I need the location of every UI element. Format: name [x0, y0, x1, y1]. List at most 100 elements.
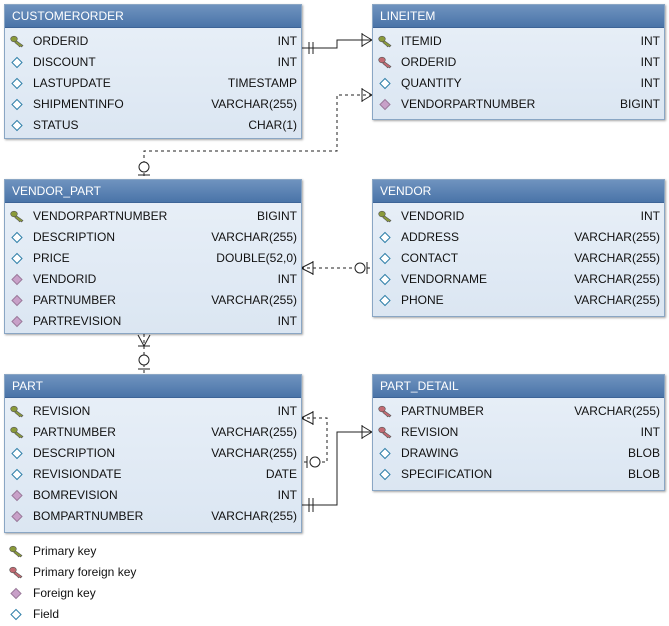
column-type: VARCHAR(255) [211, 230, 297, 244]
field-icon [379, 77, 391, 90]
column-type: DATE [265, 467, 297, 481]
primary-key-icon [378, 210, 392, 223]
column-name: DESCRIPTION [33, 446, 116, 460]
column-row[interactable]: REVISION INT [373, 422, 664, 443]
legend-label: Primary foreign key [33, 565, 137, 579]
field-icon [11, 252, 23, 265]
column-name: REVISION [401, 425, 459, 439]
column-name: VENDORPARTNUMBER [33, 209, 168, 223]
column-type: VARCHAR(255) [211, 293, 297, 307]
column-name: ORDERID [33, 34, 89, 48]
legend-item: Foreign key [0, 583, 200, 604]
column-row[interactable]: CONTACT VARCHAR(255) [373, 248, 664, 269]
primary-key-icon [10, 405, 24, 418]
column-name: VENDORID [401, 209, 465, 223]
rel-part-part-detail [301, 431, 372, 506]
column-name: ADDRESS [401, 230, 460, 244]
legend-label: Field [33, 607, 60, 621]
column-type: DOUBLE(52,0) [216, 251, 297, 265]
column-row[interactable]: PARTNUMBER VARCHAR(255) [5, 290, 301, 311]
column-row[interactable]: PRICE DOUBLE(52,0) [5, 248, 301, 269]
column-name: LASTUPDATE [33, 76, 111, 90]
primary-key-icon [10, 210, 24, 223]
column-name: CONTACT [401, 251, 459, 265]
column-row[interactable]: ADDRESS VARCHAR(255) [373, 227, 664, 248]
entity-part-detail[interactable]: PART_DETAIL PARTNUMBER VARCHAR(255) REVISI… [372, 374, 665, 491]
field-icon [11, 231, 23, 244]
column-row[interactable]: ORDERID INT [373, 52, 664, 73]
column-row[interactable]: LASTUPDATE TIMESTAMP [5, 73, 301, 94]
foreign-key-icon [379, 98, 391, 111]
legend-item: Primary foreign key [0, 562, 200, 583]
column-type: BIGINT [256, 209, 297, 223]
column-name: SHIPMENTINFO [33, 97, 124, 111]
field-icon [379, 252, 391, 265]
column-name: PARTNUMBER [33, 293, 116, 307]
column-row[interactable]: VENDORPARTNUMBER BIGINT [5, 206, 301, 227]
primary-key-icon [10, 35, 24, 48]
column-row[interactable]: PARTNUMBER VARCHAR(255) [373, 401, 664, 422]
field-icon [11, 77, 23, 90]
column-type: TIMESTAMP [227, 76, 297, 90]
primary-key-icon [378, 35, 392, 48]
column-type: INT [277, 488, 297, 502]
column-name: PARTNUMBER [401, 404, 484, 418]
column-name: VENDORID [33, 272, 97, 286]
column-name: PRICE [33, 251, 70, 265]
field-icon [11, 119, 23, 132]
field-icon [379, 273, 391, 286]
column-type: INT [640, 55, 660, 69]
entity-title: VENDOR [373, 180, 664, 203]
rel-lineitem-vendor-part [143, 94, 372, 179]
foreign-key-icon [11, 273, 23, 286]
column-row[interactable]: VENDORID INT [5, 269, 301, 290]
column-name: DISCOUNT [33, 55, 96, 69]
column-type: INT [640, 34, 660, 48]
entity-title: PART_DETAIL [373, 375, 664, 398]
column-name: ORDERID [401, 55, 457, 69]
legend-label: Foreign key [33, 586, 96, 600]
column-name: DESCRIPTION [33, 230, 116, 244]
column-name: VENDORPARTNUMBER [401, 97, 536, 111]
column-name: PARTREVISION [33, 314, 122, 328]
column-type: VARCHAR(255) [574, 230, 660, 244]
column-type: VARCHAR(255) [574, 251, 660, 265]
foreign-key-icon [11, 315, 23, 328]
column-name: REVISION [33, 404, 91, 418]
field-icon [11, 56, 23, 69]
column-type: INT [277, 272, 297, 286]
foreign-key-icon [10, 587, 22, 600]
column-type: INT [640, 425, 660, 439]
field-icon [379, 294, 391, 307]
column-name: PARTNUMBER [33, 425, 116, 439]
entity-title: PART [5, 375, 301, 398]
column-type: VARCHAR(255) [574, 404, 660, 418]
column-row[interactable]: DESCRIPTION VARCHAR(255) [5, 227, 301, 248]
